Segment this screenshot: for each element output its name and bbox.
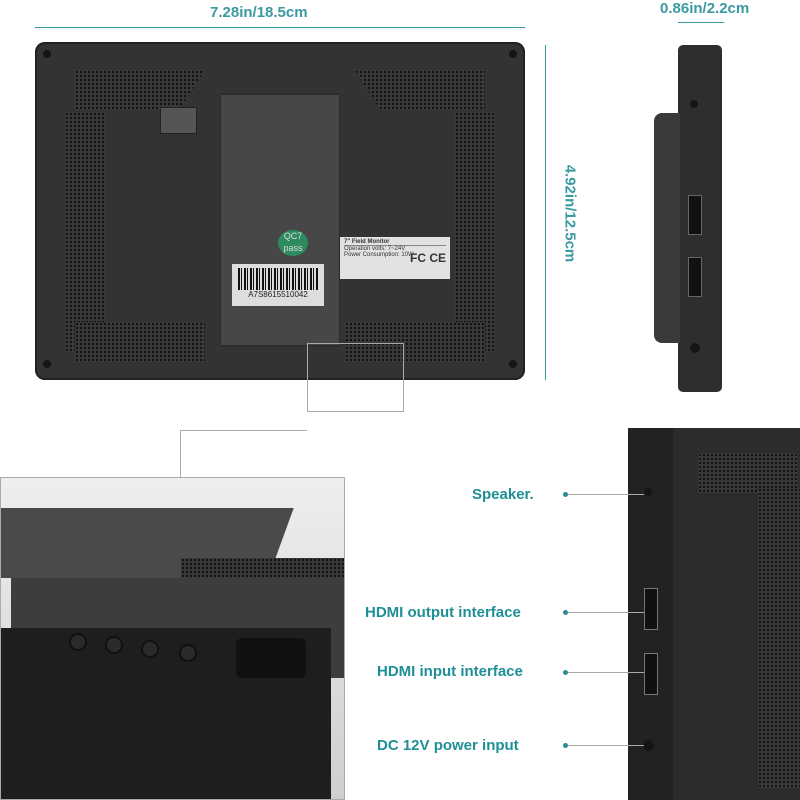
pointer-line: [568, 745, 644, 746]
pointer-dot: [563, 743, 568, 748]
button-closeup-photo: [0, 477, 345, 800]
screw: [43, 360, 51, 368]
qc-sticker: QC7 pass: [278, 230, 308, 256]
barcode-label: A7S8615510042: [232, 264, 324, 306]
hdmi-input-port: [644, 653, 658, 695]
down-button[interactable]: [141, 640, 159, 658]
hdmi-port: [688, 195, 702, 235]
width-dimension: 7.28in/18.5cm: [210, 4, 308, 21]
screw: [43, 50, 51, 58]
barcode: [238, 268, 318, 290]
serial-number: A7S8615510042: [248, 290, 308, 299]
button-panel: [1, 628, 331, 799]
monitor-side-view: [654, 45, 722, 392]
pointer-line: [568, 612, 644, 613]
vent-grille: [355, 70, 485, 110]
cert-logos: FC CE: [410, 251, 446, 265]
spec-title: 7" Field Monitor: [344, 239, 446, 246]
pointer-dot: [563, 492, 568, 497]
exit-button[interactable]: [179, 644, 197, 662]
dc-port: [690, 343, 700, 353]
ports-closeup-photo: [628, 428, 800, 800]
battery-release-latch[interactable]: [160, 107, 197, 134]
height-dimension: 4.92in/12.5cm: [561, 164, 579, 263]
vent-grille: [75, 70, 205, 110]
pointer-dot: [563, 670, 568, 675]
depth-dimension: 0.86in/2.2cm: [660, 0, 750, 17]
hdmi-input-label: HDMI input interface: [377, 663, 523, 680]
battery-plate: [220, 94, 340, 346]
pointer-dot: [563, 610, 568, 615]
vent-grille: [75, 322, 205, 362]
monitor-rear-view: QC7 pass A7S8615510042 7" Field Monitor …: [35, 42, 525, 380]
power-switch[interactable]: [236, 638, 306, 678]
spec-label: 7" Field Monitor Operation volts: 7~24V …: [340, 237, 450, 279]
vent-grille: [455, 112, 495, 352]
vent-grille: [698, 453, 798, 493]
up-button[interactable]: [105, 636, 123, 654]
vent-grille: [65, 112, 105, 352]
callout-box: [307, 343, 404, 412]
callout-line: [180, 430, 181, 477]
depth-line: [678, 22, 724, 23]
speaker-label: Speaker.: [472, 486, 534, 503]
speaker-port: [690, 100, 698, 108]
height-line: [545, 45, 546, 380]
hdmi-port: [688, 257, 702, 297]
menu-button[interactable]: [69, 633, 87, 651]
speaker-port: [644, 488, 652, 496]
hdmi-output-label: HDMI output interface: [365, 604, 521, 621]
dc-power-label: DC 12V power input: [377, 737, 519, 754]
vent-grille: [345, 322, 485, 362]
pointer-line: [568, 494, 644, 495]
width-line: [35, 27, 525, 28]
spec-line: Operation volts: 7~24V: [344, 246, 406, 252]
vent-grille: [758, 488, 800, 788]
pointer-line: [568, 672, 644, 673]
battery-side: [654, 113, 680, 343]
callout-line: [180, 430, 307, 431]
dc-power-port: [643, 740, 654, 751]
hdmi-output-port: [644, 588, 658, 630]
screw: [509, 50, 517, 58]
spec-line: Power Consumption: 10W: [344, 252, 414, 258]
screw: [509, 360, 517, 368]
